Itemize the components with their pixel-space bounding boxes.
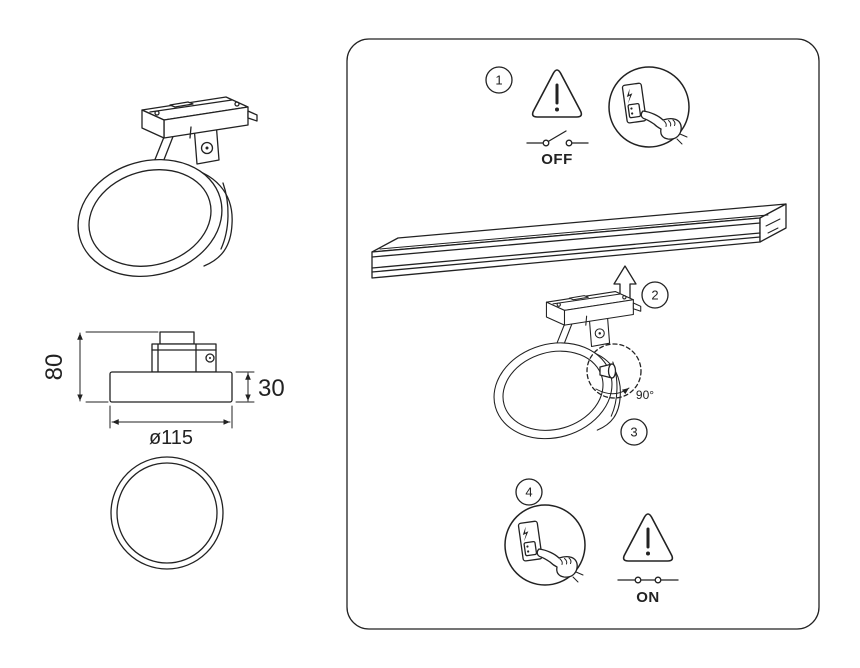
panel-border <box>346 38 820 630</box>
dimension-diameter: ø115 <box>109 405 233 449</box>
top-view <box>110 456 224 570</box>
base-height-label: 30 <box>258 375 285 402</box>
dimension-total-height: 80 <box>41 331 159 403</box>
switch-off-symbol <box>526 130 589 147</box>
total-height-label: 80 <box>41 354 68 381</box>
step-1-badge <box>485 66 513 94</box>
spotlight-3d-view <box>63 96 258 294</box>
track-rail <box>371 203 787 279</box>
step-2-number: 2 <box>651 288 658 303</box>
power-on-label: ON <box>636 589 660 606</box>
step-1-number: 1 <box>495 73 502 88</box>
rotate-arrow-icon <box>595 387 630 395</box>
step-3: 90° 3 <box>482 291 654 453</box>
step-3-badge <box>620 418 648 446</box>
step-2-badge <box>641 281 669 309</box>
diameter-label: ø115 <box>149 427 193 449</box>
switch-on-symbol <box>617 576 679 584</box>
power-off-label: OFF <box>541 151 573 168</box>
rotation-angle-label: 90° <box>636 388 654 402</box>
step-4-number: 4 <box>525 485 532 500</box>
adapter-body <box>151 343 217 373</box>
dimension-base-height: 30 <box>235 371 285 403</box>
rotation-detail <box>586 343 642 399</box>
lamp-base-side <box>109 371 233 403</box>
instruction-panel: 1 OFF <box>346 38 820 630</box>
side-dimension-view: 80 30 ø115 <box>41 331 285 449</box>
adapter-tab <box>159 331 195 345</box>
step-4: 4 ON <box>504 478 679 606</box>
step-4-badge <box>515 478 543 506</box>
step-3-number: 3 <box>630 425 637 440</box>
step-1: 1 OFF <box>485 66 690 168</box>
